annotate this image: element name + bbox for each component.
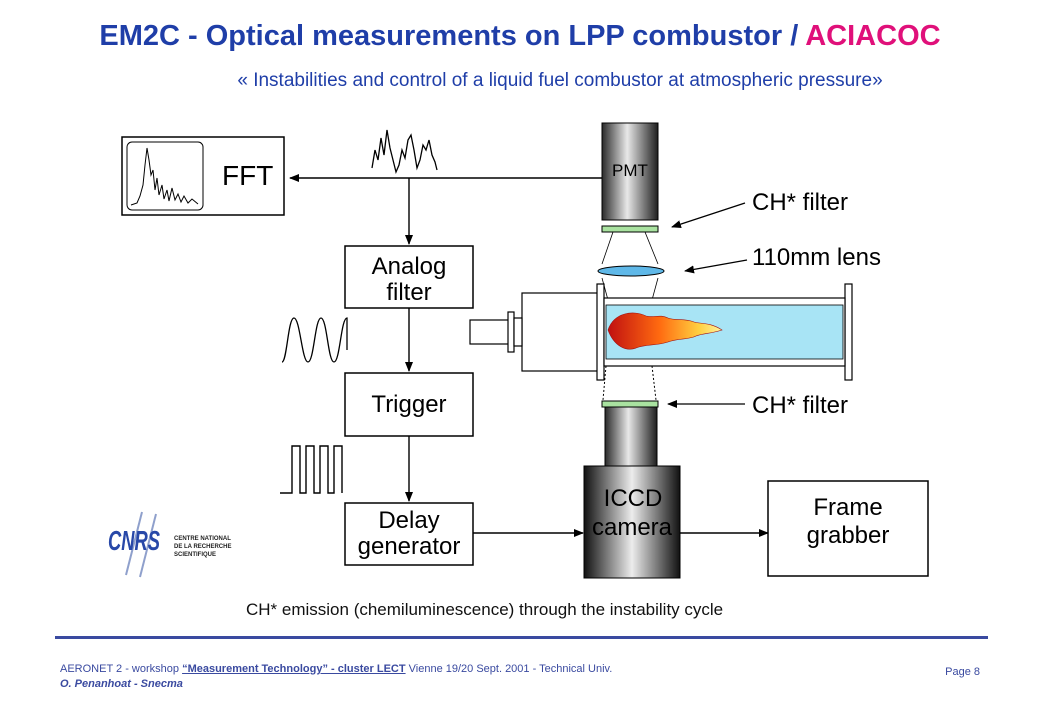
slide-title: EM2C - Optical measurements on LPP combu… bbox=[0, 20, 1040, 53]
iccd-camera-line1: ICCD bbox=[604, 485, 663, 512]
lens-110mm bbox=[597, 265, 665, 277]
analog-filter-box: Analog filter bbox=[344, 245, 474, 309]
page-number: Page 8 bbox=[945, 666, 980, 678]
flame bbox=[607, 312, 723, 350]
combustor bbox=[469, 283, 853, 381]
analog-filter-line1: Analog bbox=[372, 253, 447, 280]
trigger-pulse-waveform bbox=[280, 445, 343, 494]
delay-generator-line1: Delay bbox=[378, 507, 439, 534]
ch-filter-top-label: CH* filter bbox=[752, 189, 848, 216]
footer-author: O. Penanhoat - Snecma bbox=[60, 678, 183, 690]
ch-filter-bottom bbox=[601, 400, 659, 408]
delay-generator-line2: generator bbox=[358, 533, 461, 560]
footer-prefix: AERONET 2 - workshop bbox=[60, 663, 183, 675]
pmt-detector: PMT bbox=[601, 122, 659, 221]
cnrs-logo-line1: CENTRE NATIONAL bbox=[174, 536, 231, 542]
pmt-label: PMT bbox=[612, 161, 648, 180]
trigger-box: Trigger bbox=[344, 372, 474, 437]
slide-subtitle: « Instabilities and control of a liquid … bbox=[237, 70, 883, 91]
title-accent: ACIACOC bbox=[805, 20, 941, 52]
iccd-camera: ICCD camera bbox=[583, 406, 681, 579]
cnrs-logo-letters: CNRS bbox=[108, 525, 160, 556]
trigger-label: Trigger bbox=[371, 391, 446, 418]
filtered-signal-waveform bbox=[281, 317, 348, 363]
ch-filter-top bbox=[601, 225, 659, 233]
delay-generator-box: Delay generator bbox=[344, 502, 474, 566]
title-main: EM2C - Optical measurements on LPP combu… bbox=[99, 20, 806, 52]
footer-suffix: Vienne 19/20 Sept. 2001 - Technical Univ… bbox=[405, 663, 613, 675]
fft-monitor: FFT bbox=[121, 136, 285, 216]
footer-event-line: AERONET 2 - workshop “Measurement Techno… bbox=[60, 663, 612, 675]
fft-spectrum-trace bbox=[130, 147, 199, 206]
footer-workshop-link[interactable]: “Measurement Technology” - cluster LECT bbox=[182, 663, 406, 675]
frame-grabber-line2: grabber bbox=[807, 522, 890, 549]
diagram-caption: CH* emission (chemiluminescence) through… bbox=[246, 600, 724, 619]
frame-grabber-box: Frame grabber bbox=[767, 480, 929, 577]
iccd-camera-line2: camera bbox=[592, 514, 673, 541]
footer-divider bbox=[55, 636, 988, 639]
pmt-signal-waveform bbox=[371, 129, 438, 175]
fft-label: FFT bbox=[222, 160, 273, 191]
cnrs-logo-line2: DE LA RECHERCHE bbox=[174, 544, 231, 550]
ch-filter-bottom-label: CH* filter bbox=[752, 392, 848, 419]
ch-filter-top-pointer bbox=[671, 202, 746, 228]
lens-label: 110mm lens bbox=[752, 244, 881, 271]
analog-filter-line2: filter bbox=[386, 279, 431, 306]
frame-grabber-line1: Frame bbox=[813, 494, 882, 521]
cnrs-logo: CNRS CENTRE NATIONAL DE LA RECHERCHE SCI… bbox=[108, 511, 231, 578]
cnrs-logo-line3: SCIENTIFIQUE bbox=[174, 552, 216, 558]
lens-pointer bbox=[684, 259, 748, 274]
